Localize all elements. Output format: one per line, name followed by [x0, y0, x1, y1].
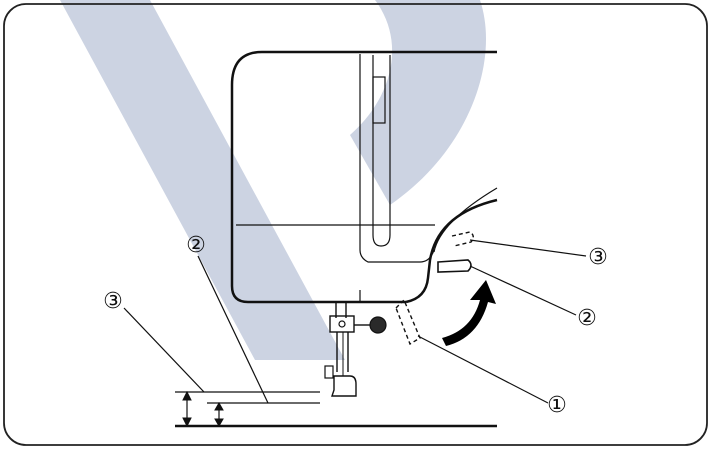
lifter-lever-extra-high — [451, 231, 474, 247]
callout-labels: ③ ② ③ ② ① — [103, 233, 608, 418]
presser-foot-assembly — [324, 302, 387, 397]
callout-right-2: ② — [577, 306, 597, 331]
watermark-stroke — [60, 0, 345, 360]
foot-shank-knob — [324, 365, 334, 379]
thumb-screw-icon — [369, 316, 387, 334]
leader-right-3 — [469, 239, 587, 257]
machine-inner-face — [359, 54, 376, 263]
lifter-lever-hidden — [395, 298, 421, 346]
arm-curve-inner — [433, 187, 498, 253]
leader-right-1 — [417, 335, 549, 404]
callout-left-2: ② — [186, 233, 206, 258]
holder-screw — [338, 320, 346, 328]
lifter-lever-raised — [437, 259, 472, 273]
presser-foot-sole — [331, 375, 357, 397]
callout-right-1: ① — [547, 393, 567, 418]
diagram-frame — [3, 3, 708, 446]
callout-right-3: ③ — [588, 245, 608, 270]
needle-bar-channel-bottom — [372, 234, 391, 247]
leader-left-2 — [197, 255, 269, 404]
double-arrow-icon — [214, 401, 224, 428]
machine-head — [230, 50, 498, 304]
watermark — [60, 0, 486, 360]
curved-up-arrow-icon — [442, 280, 496, 346]
machine-body-outline — [230, 50, 406, 304]
arm-curve-outer — [405, 198, 498, 304]
presser-foot-holder — [329, 315, 355, 333]
double-arrow-icon — [182, 390, 192, 428]
leader-right-2 — [469, 265, 577, 316]
leader-left-3 — [123, 307, 205, 393]
height-guides — [175, 390, 497, 428]
leader-lines — [123, 239, 587, 404]
callout-left-3: ③ — [103, 289, 123, 314]
head-lower-edge — [376, 249, 435, 263]
thread-slot — [372, 76, 386, 124]
